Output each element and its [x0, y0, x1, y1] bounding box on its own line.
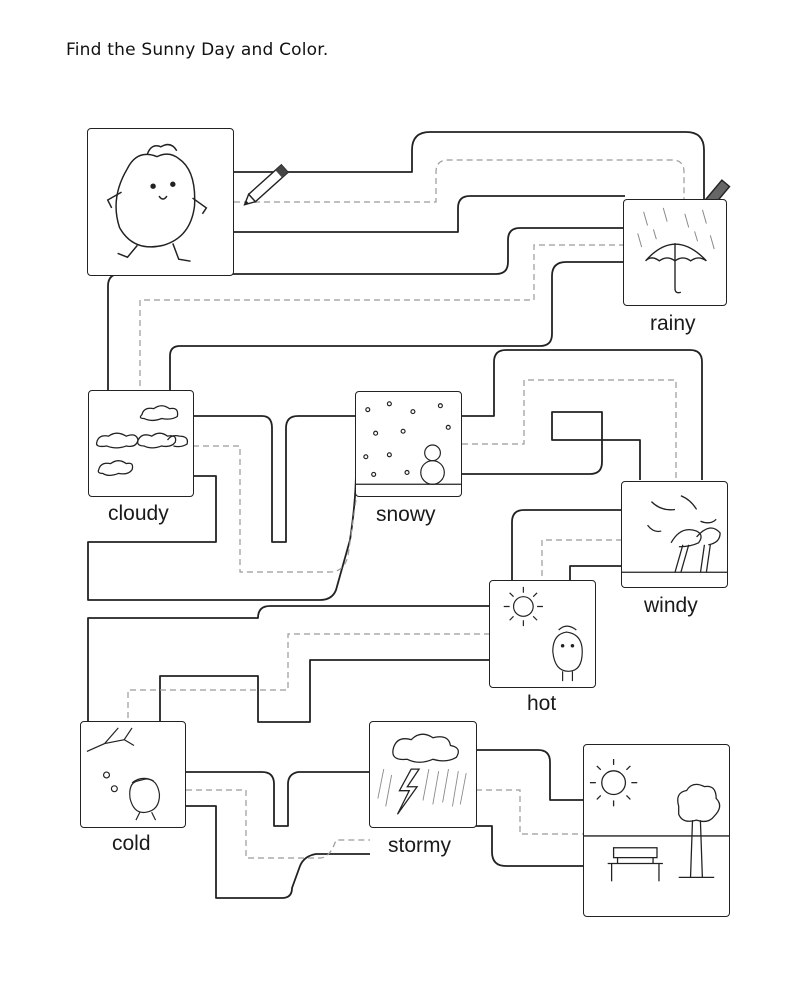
maze-wall: [159, 659, 490, 723]
maze-wall: [87, 605, 490, 722]
dashed-guide: [234, 159, 685, 203]
cloudy-label: cloudy: [108, 502, 169, 525]
maze-wall: [476, 825, 584, 867]
dashed-guide: [462, 379, 677, 480]
start-picture-card: [87, 128, 234, 276]
maze-wall: [234, 131, 705, 200]
hot-label: hot: [527, 692, 557, 715]
sunny-picture-card[interactable]: [583, 744, 730, 917]
potato-character-icon: [106, 143, 208, 262]
dashed-guide: [186, 789, 370, 859]
snowy-label: snowy: [376, 503, 436, 526]
dashed-guide: [193, 445, 357, 573]
dashed-guide: [127, 633, 490, 722]
maze-wall: [186, 771, 370, 827]
maze-wall: [107, 227, 625, 392]
cold-label: cold: [112, 832, 151, 855]
rainy-label: rainy: [650, 312, 696, 335]
maze-wall: [511, 509, 622, 582]
pencil-icon: [243, 163, 290, 206]
hot-picture-card[interactable]: [489, 580, 596, 688]
sun-potato-icon: [503, 586, 583, 682]
stormy-picture-card[interactable]: [369, 721, 477, 828]
maze-wall: [169, 261, 625, 392]
maze-wall: [186, 805, 370, 899]
umbrella-rain-icon: [637, 207, 715, 294]
maze-wall: [462, 349, 703, 480]
rainy-picture-card[interactable]: [623, 199, 727, 306]
dashed-guide: [139, 244, 625, 392]
dashed-guide: [476, 789, 584, 835]
wind-trees-icon: [622, 495, 727, 573]
maze-wall: [462, 411, 641, 480]
maze-wall: [193, 415, 356, 543]
cloudy-picture-card[interactable]: [88, 390, 194, 497]
storm-cloud-icon: [377, 733, 467, 815]
cold-tree-icon: [86, 727, 161, 821]
snowy-picture-card[interactable]: [355, 391, 462, 497]
maze-wall: [476, 749, 584, 801]
maze-wall: [569, 565, 622, 582]
snowman-icon: [356, 401, 461, 485]
stormy-label: stormy: [388, 834, 451, 857]
sunny-park-icon: [584, 758, 729, 882]
clouds-icon: [95, 405, 189, 477]
cold-picture-card[interactable]: [80, 721, 186, 828]
windy-picture-card[interactable]: [621, 481, 728, 588]
dashed-guide: [541, 539, 622, 582]
maze-wall: [234, 195, 625, 233]
worksheet-title: Find the Sunny Day and Color.: [66, 40, 329, 60]
windy-label: windy: [644, 594, 698, 617]
